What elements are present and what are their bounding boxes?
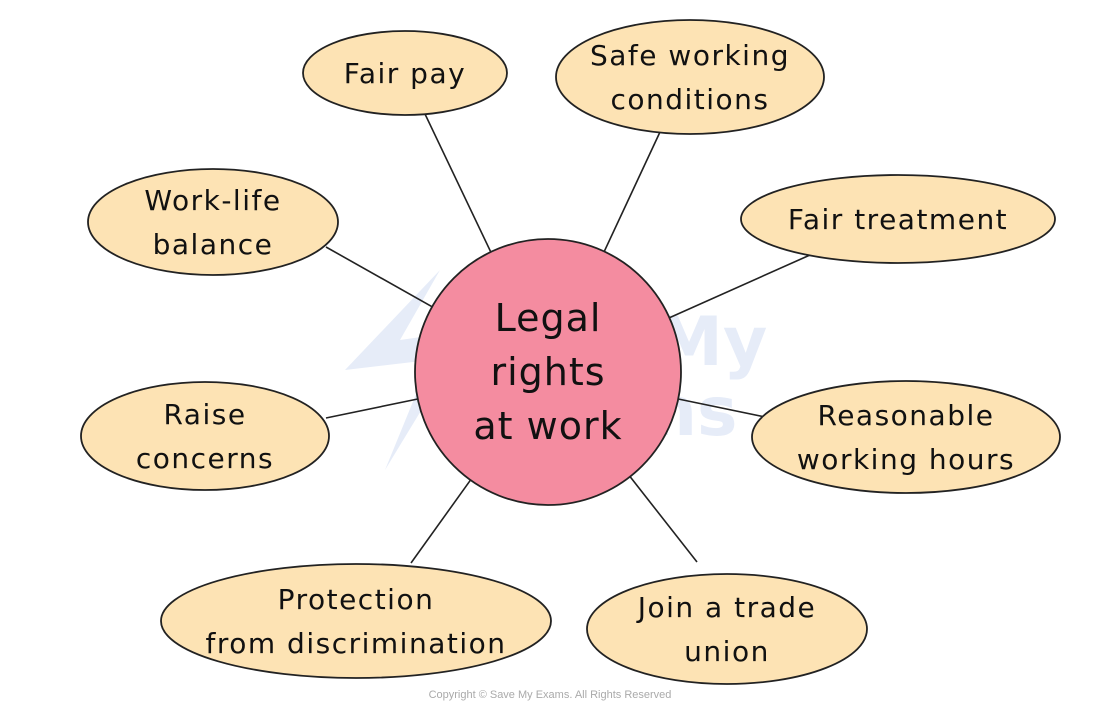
node-work-life-balance-label: Work-life (144, 184, 281, 217)
hub: Legal rights at work (414, 238, 682, 506)
node-fair-pay: Fair pay (302, 30, 508, 116)
node-work-life-balance-label: balance (153, 228, 274, 261)
node-reasonable-working-hours-label: Reasonable (818, 399, 995, 432)
node-safe-working-conditions: Safe working conditions (555, 19, 825, 135)
connector-raise-concerns (325, 396, 426, 419)
hub-label: rights (490, 350, 605, 394)
connector-fair-pay (424, 113, 495, 260)
node-work-life-balance-shape (87, 168, 339, 276)
connector-work-life-balance (325, 246, 440, 312)
node-reasonable-working-hours-label: working hours (797, 443, 1015, 476)
node-raise-concerns-label: Raise (163, 398, 246, 431)
node-raise-concerns-shape (80, 381, 330, 491)
connectors (325, 113, 811, 564)
node-raise-concerns-label: concerns (136, 442, 274, 475)
node-raise-concerns: Raise concerns (80, 381, 330, 491)
connector-join-a-trade-union (624, 469, 698, 563)
node-join-a-trade-union: Join a trade union (586, 573, 868, 685)
connector-protection-from-discrimination (410, 473, 476, 564)
hub-label: Legal (495, 296, 602, 340)
node-safe-working-conditions-label: Safe working (590, 39, 790, 72)
node-reasonable-working-hours: Reasonable working hours (751, 380, 1061, 494)
hub-label: at work (473, 404, 622, 448)
node-protection-from-discrimination-label: from discrimination (206, 627, 507, 660)
node-fair-pay-shape (302, 30, 508, 116)
node-join-a-trade-union-shape (586, 573, 868, 685)
hub-circle (414, 238, 682, 506)
connector-safe-working-conditions (600, 131, 661, 260)
connector-fair-treatment (661, 254, 811, 322)
node-fair-treatment-label: Fair treatment (788, 203, 1008, 236)
node-safe-working-conditions-label: conditions (610, 83, 769, 116)
node-reasonable-working-hours-shape (751, 380, 1061, 494)
node-safe-working-conditions-shape (555, 19, 825, 135)
node-fair-treatment-shape (740, 174, 1056, 264)
node-join-a-trade-union-label: Join a trade (636, 591, 817, 624)
node-join-a-trade-union-label: union (684, 635, 770, 668)
node-protection-from-discrimination: Protection from discrimination (160, 563, 552, 679)
connector-reasonable-working-hours (670, 396, 766, 418)
node-protection-from-discrimination-label: Protection (278, 583, 435, 616)
node-protection-from-discrimination-shape (160, 563, 552, 679)
node-work-life-balance: Work-life balance (87, 168, 339, 276)
node-fair-treatment: Fair treatment (740, 174, 1056, 264)
node-fair-pay-label: Fair pay (344, 57, 466, 90)
copyright-notice: Copyright © Save My Exams. All Rights Re… (428, 689, 672, 701)
